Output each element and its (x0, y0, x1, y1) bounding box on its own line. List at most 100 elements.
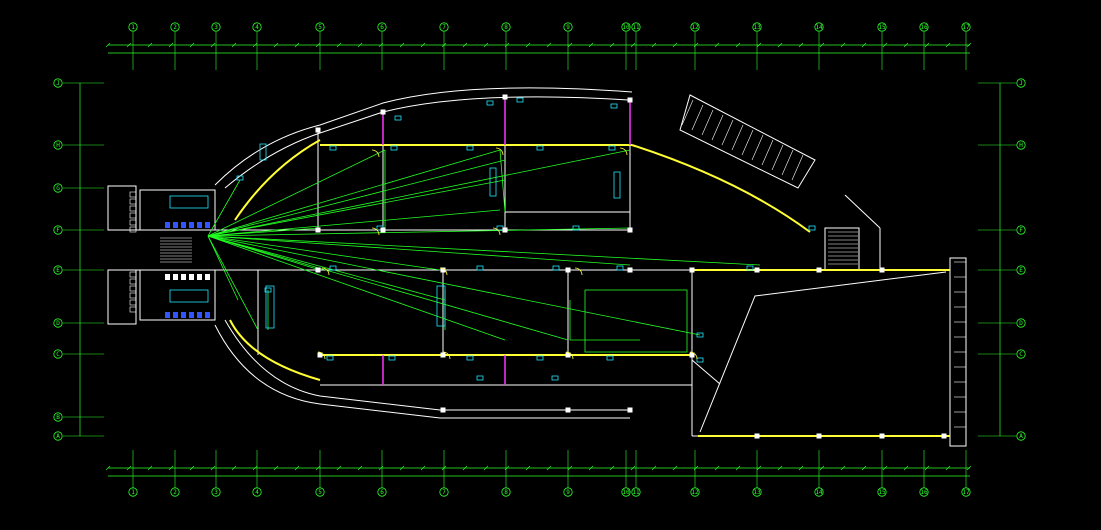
circle-bubble-icon (961, 487, 971, 497)
dim-tick (210, 465, 216, 471)
axis-label: 9 (566, 24, 570, 31)
door-swing (439, 267, 448, 276)
circle-bubble-icon (439, 487, 449, 497)
stair-tread (731, 124, 744, 151)
axis-label: 3 (214, 489, 218, 496)
toilet-fixture (165, 274, 170, 280)
restroom-label-box (169, 195, 209, 209)
axis-label: 6 (380, 24, 384, 31)
stair-hatches (129, 99, 966, 428)
circle-bubble-icon (814, 22, 824, 32)
north-curved-wall-inner (224, 96, 629, 189)
stair-tread (681, 99, 694, 126)
axis-label: 1 (131, 489, 135, 496)
axis-bubble-bottom: 3 (211, 487, 221, 497)
dim-tick (273, 42, 279, 48)
dim-tick (525, 465, 531, 471)
axis-bubble-bottom: 13 (752, 487, 762, 497)
wire-run (207, 179, 241, 237)
axis-label: 12 (691, 24, 699, 31)
external-stair-outline (679, 94, 816, 189)
column (315, 267, 321, 273)
wire-run (207, 235, 761, 266)
dim-tick (861, 42, 867, 48)
toilet-fixture (181, 222, 186, 228)
axis-bubble-top: 1 (128, 22, 138, 32)
dim-tick (882, 42, 888, 48)
dim-tick (504, 465, 510, 471)
dim-tick (126, 42, 132, 48)
stair-tread (129, 299, 137, 306)
axis-bubble-bottom: 16 (919, 487, 929, 497)
axis-label: J (1019, 80, 1023, 87)
circle-bubble-icon (631, 22, 641, 32)
column (565, 352, 571, 358)
wire-run (207, 149, 386, 237)
column (380, 227, 386, 233)
axis-label: 7 (442, 489, 446, 496)
axis-label: H (1019, 142, 1023, 149)
column (380, 109, 386, 115)
axis-bubble-top: 6 (377, 22, 387, 32)
fixture-square-icon (536, 355, 544, 361)
wire-run (207, 209, 501, 237)
axis-bubble-left: F (53, 225, 63, 235)
axis-label: 4 (255, 24, 259, 31)
column (440, 267, 446, 273)
axis-bubble-left: H (53, 140, 63, 150)
toilet-fixture (205, 222, 210, 228)
axis-bubble-top: 3 (211, 22, 221, 32)
electrical-wiring (207, 149, 761, 341)
axis-label: 12 (691, 489, 699, 496)
fixture-square-icon (696, 357, 704, 363)
dim-tick (378, 465, 384, 471)
column (754, 433, 760, 439)
dim-tick (840, 465, 846, 471)
circle-bubble-icon (211, 22, 221, 32)
axis-label: 9 (566, 489, 570, 496)
axis-bubble-top: 12 (690, 22, 700, 32)
circle-bubble-icon (439, 22, 449, 32)
wire-run (207, 159, 506, 237)
column (502, 94, 508, 100)
axis-label: 2 (173, 489, 177, 496)
circle-bubble-icon (1016, 225, 1026, 235)
wire-run (267, 149, 640, 341)
fixture-square-icon (466, 355, 474, 361)
dim-tick (924, 465, 930, 471)
circle-bubble-icon (53, 431, 63, 441)
column (565, 267, 571, 273)
equipment-room-outline (584, 289, 688, 353)
dim-tick (798, 42, 804, 48)
circle-bubble-icon (621, 487, 631, 497)
circle-bubble-icon (501, 22, 511, 32)
column (565, 407, 571, 413)
wire-run (207, 179, 506, 237)
sink-fixture (181, 312, 186, 318)
dim-tick (924, 42, 930, 48)
circle-bubble-icon (961, 22, 971, 32)
axis-label: 4 (255, 489, 259, 496)
dim-tick (609, 42, 615, 48)
stair-tread (129, 191, 137, 198)
fixture-square-icon (808, 225, 816, 231)
east-wall (844, 194, 881, 229)
dim-tick (357, 465, 363, 471)
dim-tick (966, 465, 972, 471)
stair-tread (129, 278, 137, 285)
column (440, 352, 446, 358)
axis-label: 13 (753, 24, 761, 31)
dim-tick (819, 42, 825, 48)
door-swing (317, 351, 326, 360)
dim-tick (231, 42, 237, 48)
building-walls (107, 87, 967, 447)
axis-bubble-right: J (1016, 78, 1026, 88)
light-fixtures (236, 94, 947, 439)
circle-bubble-icon (1016, 140, 1026, 150)
axis-bubble-left: A (53, 431, 63, 441)
axis-bubble-bottom: 11 (631, 487, 641, 497)
restroom-block (139, 189, 216, 231)
circle-bubble-icon (315, 487, 325, 497)
axis-label: B (56, 414, 60, 421)
